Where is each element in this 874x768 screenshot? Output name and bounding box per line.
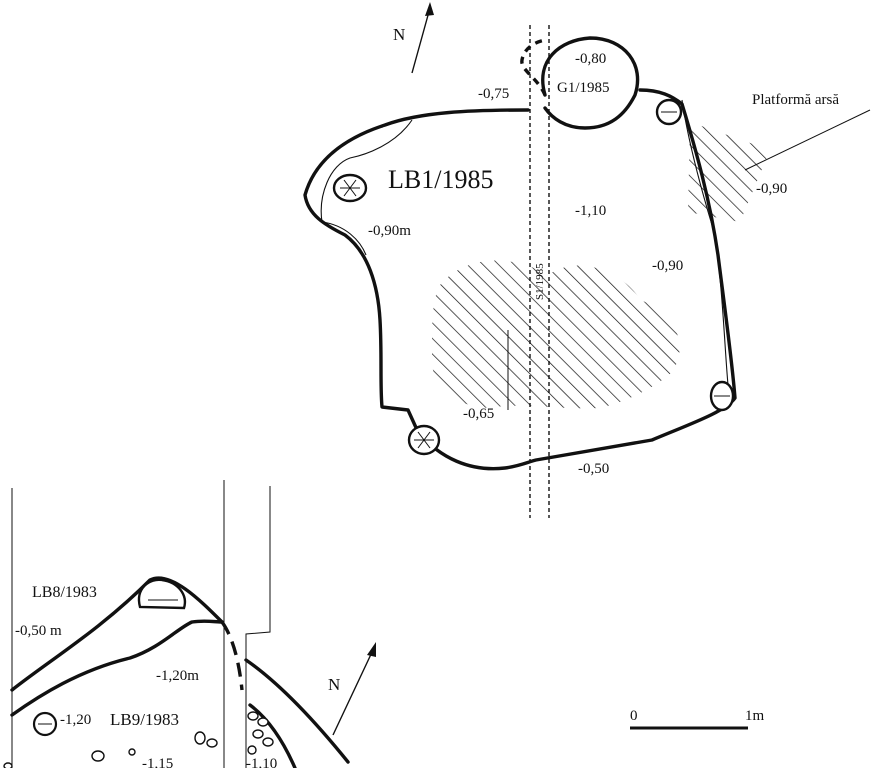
- dwelling-lb9-dashed-edge: [220, 621, 244, 691]
- north-arrow-icon: [332, 642, 376, 736]
- post-hole-icon: [32, 711, 58, 737]
- depth-label: -1,20m: [156, 668, 199, 684]
- depth-label: -0,90: [756, 181, 787, 197]
- north-label: N: [393, 25, 405, 44]
- dwelling-lb1-inner-edge-left: [320, 119, 413, 256]
- pit-label: G1/1985: [557, 80, 610, 96]
- depth-label: -1,10: [575, 203, 606, 219]
- depth-label: -0,75: [478, 86, 509, 102]
- leader-line-platform: [744, 109, 871, 171]
- north-label: N: [328, 675, 340, 694]
- post-hole-icon: [137, 578, 187, 610]
- pit-g1-dashed-edge: [520, 38, 547, 96]
- depth-label: -1,15: [142, 756, 173, 768]
- depth-label: -1,10: [246, 756, 277, 768]
- dwelling-lb8-outline: [10, 576, 224, 692]
- depth-label: -0,65: [463, 406, 494, 422]
- dwelling-lb9-right-inner: [248, 703, 297, 768]
- dwelling-lb1-inner-edge-right: [681, 99, 729, 386]
- depth-label: -0,50 m: [15, 623, 62, 639]
- pit-g1-outline: [541, 36, 640, 130]
- post-hole-icon: [655, 98, 683, 126]
- depth-label: -0,90m: [368, 223, 411, 239]
- dwelling-lb9-right-edge: [244, 658, 350, 764]
- trench-wall-right: [245, 486, 271, 768]
- depth-label: -0,80: [575, 51, 606, 67]
- dwelling-label: LB9/1983: [110, 710, 179, 729]
- post-hole-icon: [709, 380, 735, 412]
- dwelling-lb1-outline: [303, 88, 737, 471]
- post-hole-icon: [332, 173, 368, 203]
- post-hole-icon: [407, 424, 441, 456]
- scale-label-start: 0: [630, 708, 638, 724]
- stones-icon: [3, 711, 274, 768]
- depth-label: -1,20: [60, 712, 91, 728]
- north-arrow-icon: [411, 2, 434, 74]
- dwelling-label: LB1/1985: [388, 165, 493, 194]
- dwelling-label: LB8/1983: [32, 584, 97, 601]
- section-label: S1/1985: [534, 263, 546, 300]
- depth-label: -0,50: [578, 461, 609, 477]
- depth-label: -0,90: [652, 258, 683, 274]
- platform-label: Platformă arsă: [752, 92, 839, 108]
- scale-label-end: 1m: [745, 708, 765, 724]
- dwelling-lb9-outline: [10, 619, 224, 717]
